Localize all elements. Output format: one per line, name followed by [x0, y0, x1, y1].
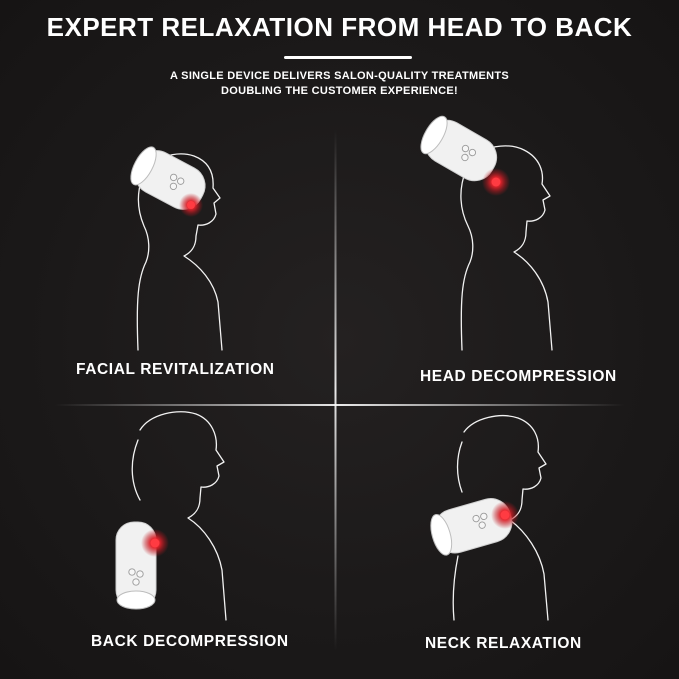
subtitle-line-2: DOUBLING THE CUSTOMER EXPERIENCE!: [220, 85, 459, 97]
page-title: EXPERT RELAXATION FROM HEAD TO BACK: [46, 12, 633, 42]
label-facial-revitalization: FACIAL REVITALIZATION: [76, 361, 275, 378]
subtitle-line-1: A SINGLE DEVICE DELIVERS SALON-QUALITY T…: [169, 70, 510, 82]
massager-device-icon: [420, 115, 498, 182]
profile-silhouette-icon: [460, 145, 553, 351]
panel-facial-figure: [130, 146, 223, 351]
panel-back-figure: [115, 411, 227, 621]
horizontal-divider: [55, 404, 625, 406]
panel-neck-figure: [430, 415, 549, 621]
subtitle: A SINGLE DEVICE DELIVERS SALON-QUALITY T…: [0, 69, 679, 99]
profile-silhouette-icon: [452, 415, 549, 621]
profile-silhouette-icon: [136, 153, 223, 351]
vertical-divider: [334, 130, 337, 650]
label-back-decompression: BACK DECOMPRESSION: [91, 633, 289, 650]
label-head-decompression: HEAD DECOMPRESSION: [420, 368, 617, 385]
label-neck-relaxation: NECK RELAXATION: [425, 635, 582, 652]
title-underline: [284, 56, 412, 59]
profile-silhouette-icon: [131, 411, 227, 621]
panel-head-figure: [420, 115, 553, 351]
